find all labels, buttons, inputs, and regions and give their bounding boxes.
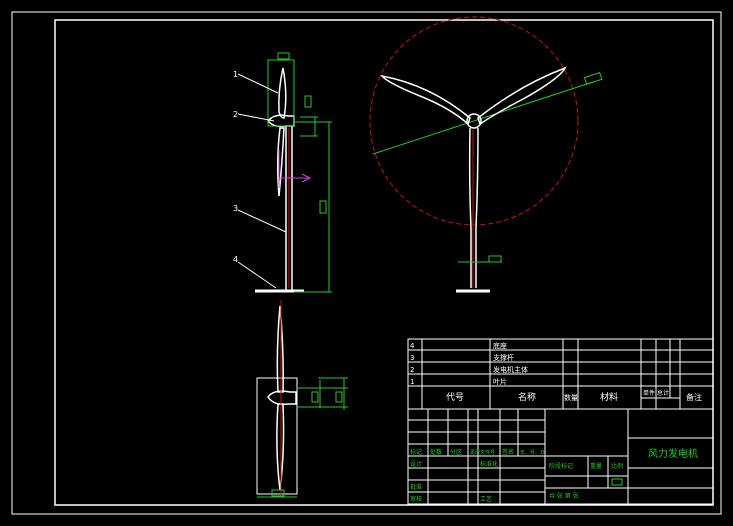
top-view (256, 300, 348, 498)
tb-label-count: 处数 (430, 448, 442, 456)
front-blade-left (380, 74, 471, 126)
top-dim-text-1 (335, 391, 343, 403)
header-total: 总计 (657, 389, 669, 397)
front-hub (466, 113, 482, 129)
header-note: 备注 (686, 392, 702, 402)
dim-text-height (319, 200, 327, 214)
dim-frame-rotor (267, 59, 295, 127)
blade-bottom (276, 127, 285, 197)
tb-process: 工艺 (480, 495, 492, 503)
dim-text-top (277, 52, 290, 60)
title-block-text: 标记 处数 分区 更改文件号 签名 年、月、日 设计 标准化 审核 工艺 批准 … (410, 447, 698, 503)
top-dim-text-bottom (271, 489, 285, 497)
callout-2: 2 (233, 110, 238, 119)
outer-border (11, 11, 722, 515)
title-block (407, 408, 714, 505)
row-name-4: 底座 (493, 341, 507, 350)
parts-list-text: 4 底座 3 支撑杆 2 发电机主体 1 叶片 代号 名称 数量 材料 单件 总… (410, 341, 702, 403)
callout-4: 4 (233, 255, 238, 264)
header-code: 代号 (446, 392, 464, 403)
side-view: 1 2 3 4 (233, 52, 332, 293)
front-view (369, 16, 603, 293)
row-no-4: 4 (410, 342, 415, 350)
dim-text-blade (583, 72, 603, 85)
tb-standard: 标准化 (480, 460, 498, 468)
tb-scale-box (611, 478, 623, 486)
leader-1 (237, 73, 279, 94)
callout-3: 3 (233, 204, 238, 213)
magenta-arrowhead (301, 173, 312, 183)
tb-label-mark: 标记 (410, 448, 422, 456)
tb-review: 审核 (410, 495, 422, 503)
tb-label-date: 年、月、日 (520, 449, 545, 456)
tb-stage: 阶段标记 (549, 462, 573, 470)
blade-axis-line (372, 81, 594, 155)
tb-design: 设计 (410, 460, 422, 468)
tb-label-sign: 签名 (502, 448, 514, 456)
row-name-1: 叶片 (493, 377, 507, 386)
top-blade-down (276, 403, 285, 491)
leader-2 (237, 113, 275, 122)
tb-approve: 批准 (410, 483, 422, 491)
tb-sheet: 共 张 第 张 (549, 492, 579, 500)
header-qty: 数量 (564, 393, 578, 402)
dim-text-hub (304, 95, 312, 108)
tb-weight: 重量 (590, 462, 602, 470)
blade-top (278, 67, 287, 119)
row-name-2: 发电机主体 (493, 365, 528, 374)
row-name-3: 支撑杆 (493, 353, 514, 362)
tb-label-zone: 分区 (450, 448, 462, 456)
header-name: 名称 (518, 391, 536, 403)
front-blade-right (477, 66, 567, 126)
leader-3 (237, 209, 287, 233)
top-blade-up (276, 305, 284, 393)
tb-label-change: 更改文件号 (470, 449, 495, 456)
header-weight: 单件 (643, 389, 655, 397)
front-dim-text (488, 255, 502, 263)
row-no-3: 3 (410, 354, 414, 362)
top-hub (267, 390, 297, 406)
row-no-1: 1 (410, 378, 414, 386)
row-no-2: 2 (410, 366, 414, 374)
leader-4 (237, 261, 277, 289)
rotor-circle (369, 16, 579, 226)
front-pole (468, 127, 479, 288)
tb-scale: 比例 (611, 462, 623, 470)
header-material: 材料 (600, 391, 618, 403)
drawing-title: 风力发电机 (648, 447, 698, 460)
top-dim-text-2 (311, 391, 319, 403)
drawing-frame (54, 19, 714, 506)
callout-1: 1 (233, 70, 238, 79)
